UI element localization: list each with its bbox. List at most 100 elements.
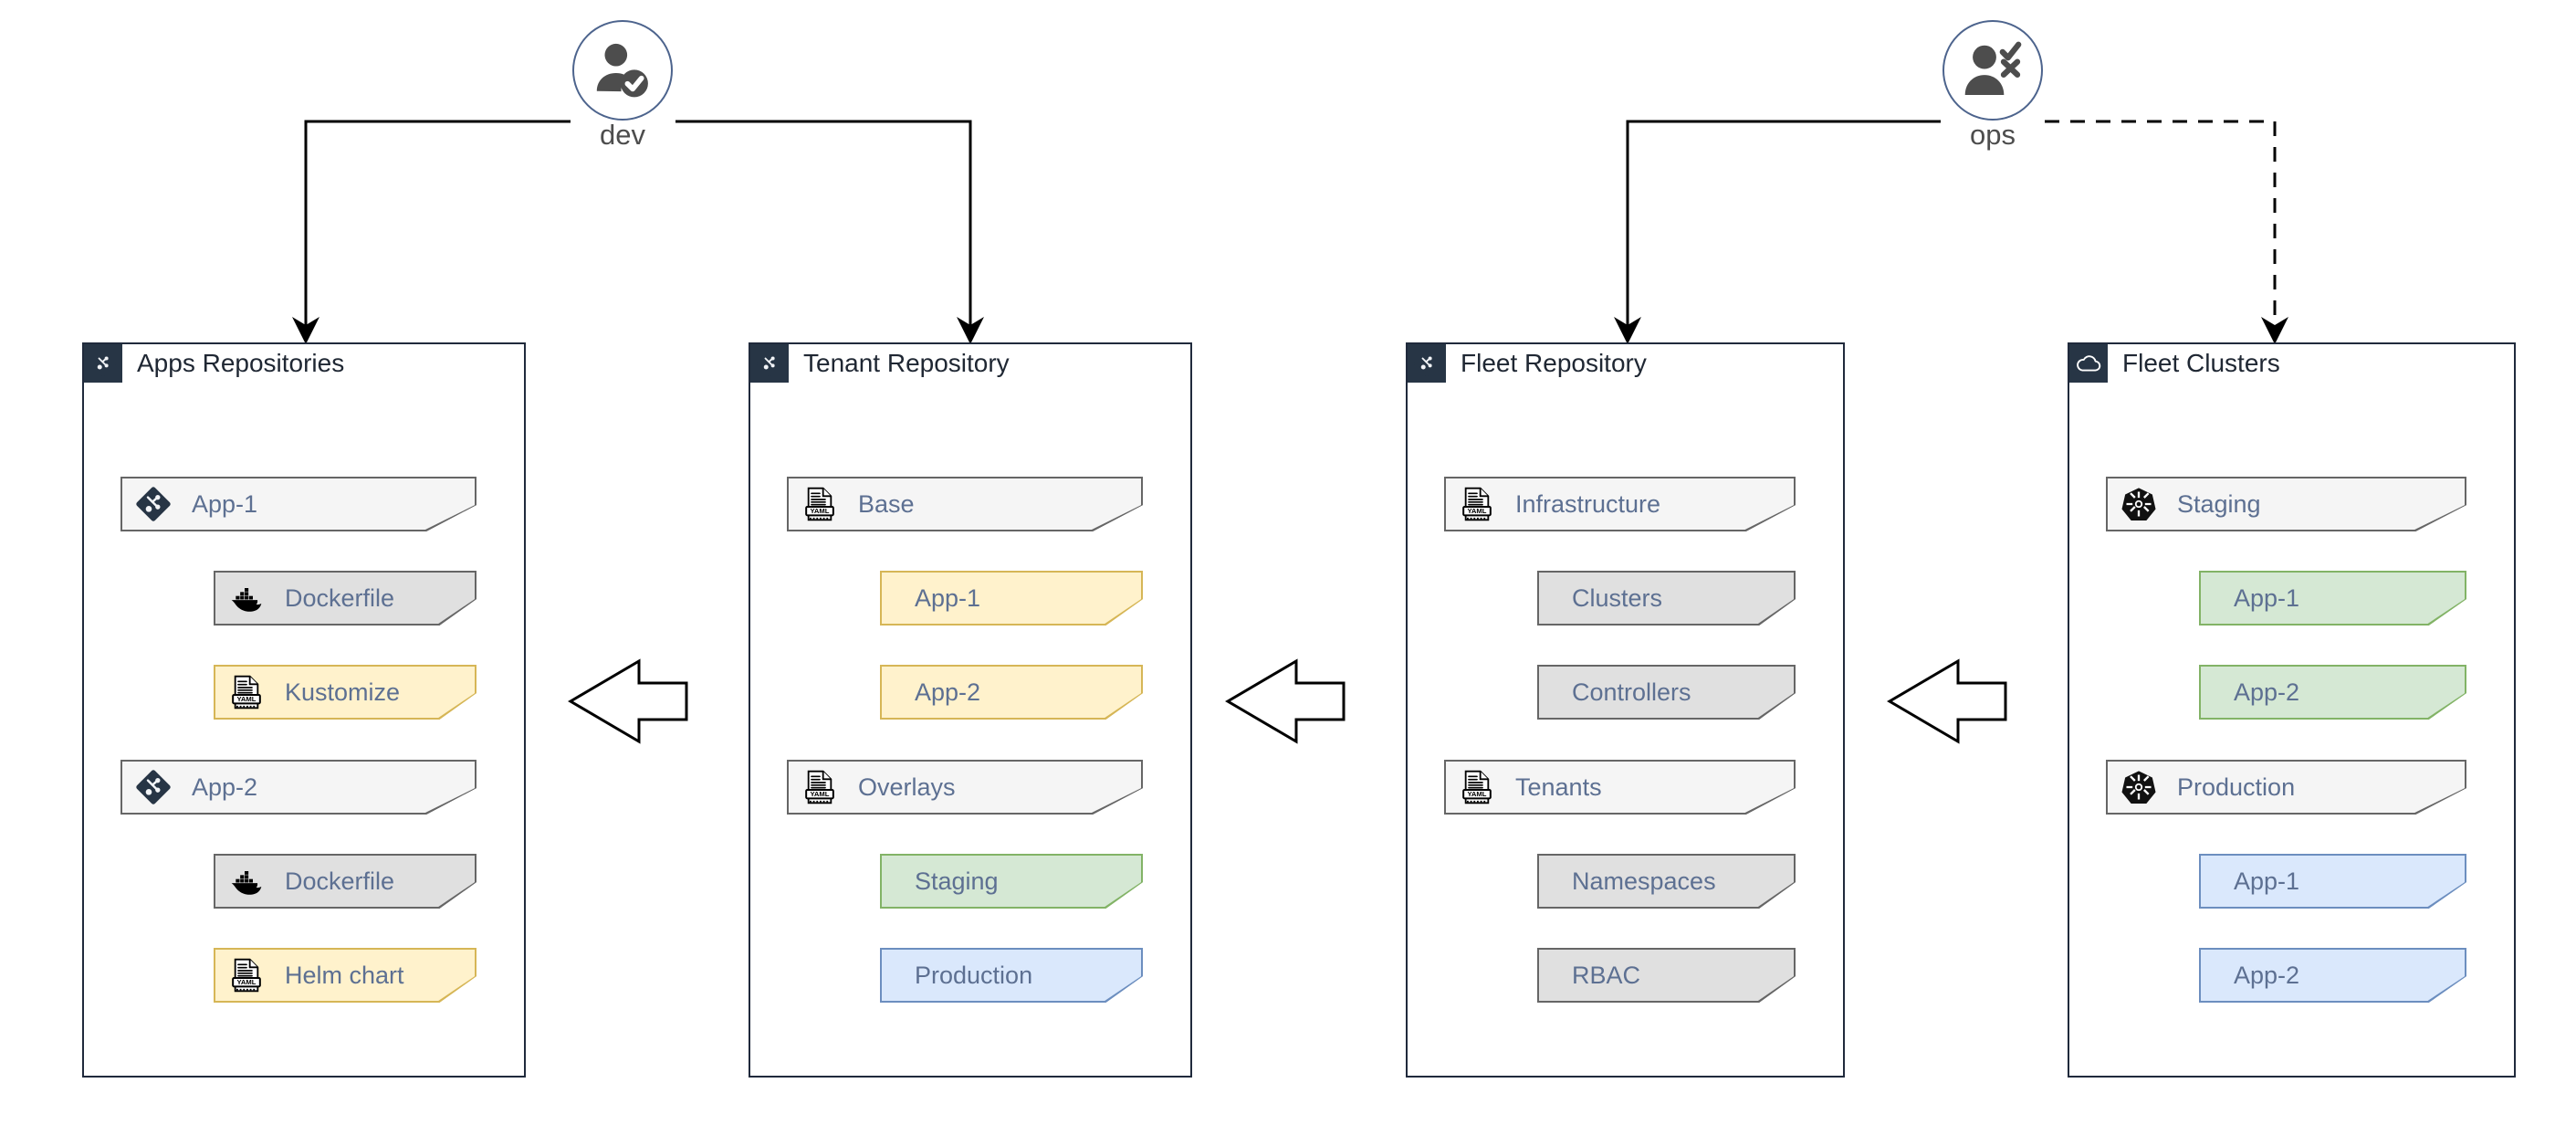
tag-label: App-1 [2234,867,2300,895]
yaml-icon: YAML [1462,770,1492,804]
svg-text:YAML: YAML [811,790,830,798]
tag-item[interactable]: App-2 [120,760,476,815]
connector-ops-to-fleet-clusters [2045,120,2288,344]
yaml-icon: YAML [1457,484,1497,524]
tag-fill [789,478,1141,530]
panel-header-tenant-repository: Tenant Repository [750,344,1010,383]
tag-item[interactable]: RBAC [1537,948,1796,1003]
kubernetes-icon [2121,488,2156,520]
tag-item[interactable]: App-1 [2199,571,2466,626]
tag-item[interactable]: YAML Helm chart [214,948,476,1003]
tag-label: App-2 [2234,678,2300,706]
kubernetes-icon [2121,771,2156,804]
panel-header-apps-repositories: Apps Repositories [84,344,344,383]
tag-item[interactable]: Dockerfile [214,854,476,909]
tag-label: App-1 [2234,584,2300,612]
tag-label: Namespaces [1572,867,1716,895]
docker-icon [226,861,267,901]
git-icon [750,344,789,383]
tag-fill [882,856,1141,907]
tag-item[interactable]: App-1 [880,571,1143,626]
user-check-x-icon [1964,41,2022,95]
panel-header-fleet-repository: Fleet Repository [1408,344,1647,383]
git-icon [1413,350,1440,377]
tag-fill [2108,762,2465,813]
flow-arrow-fleet-to-tenant [1225,658,1346,744]
tag-item[interactable]: Staging [2106,477,2466,531]
panel-apps-repositories[interactable]: Apps Repositories App-1 Dockerfile [82,342,526,1078]
tag-item[interactable]: YAML Infrastructure [1444,477,1796,531]
git-icon [1408,344,1446,383]
tag-item[interactable]: Namespaces [1537,854,1796,909]
tag-fill [1539,856,1794,907]
actor-dev-label: dev [600,119,645,151]
tag-label: App-2 [915,678,981,706]
tag-label: Staging [915,867,999,895]
flow-arrow-tenant-to-apps [568,658,688,744]
tag-label: Controllers [1572,678,1691,706]
yaml-icon: YAML [800,767,840,807]
tag-fill [2201,950,2465,1001]
tag-label: Dockerfile [285,867,395,895]
tag-item[interactable]: YAML Kustomize [214,665,476,720]
git-icon [89,350,117,377]
tag-fill [122,762,475,813]
yaml-icon: YAML [232,675,261,710]
cloud-icon [2077,355,2101,372]
tag-fill [215,856,475,907]
tag-label: App-2 [2234,961,2300,989]
tag-item[interactable]: Production [2106,760,2466,815]
panel-title: Apps Repositories [137,349,345,377]
tag-item[interactable]: Staging [880,854,1143,909]
yaml-icon: YAML [1457,767,1497,807]
tag-item[interactable]: YAML Overlays [787,760,1143,815]
tag-fill [215,950,475,1001]
tag-label: App-2 [192,773,258,801]
flow-arrow-clusters-to-fleet [1887,658,2007,744]
tag-fill [2201,856,2465,907]
docker-icon [231,871,262,895]
tag-item[interactable]: Clusters [1537,571,1796,626]
tag-fill [2108,478,2465,530]
tag-label: Infrastructure [1515,489,1661,518]
tag-label: App-1 [192,489,258,518]
tag-label: RBAC [1572,961,1641,989]
tag-fill [882,950,1141,1001]
yaml-icon: YAML [226,672,267,712]
svg-text:YAML: YAML [237,695,257,703]
tag-item[interactable]: Production [880,948,1143,1003]
tag-fill [1539,667,1794,718]
git-icon [136,487,171,521]
git-icon [133,484,173,524]
git-icon [84,344,122,383]
actor-ops-label: ops [1970,119,2016,151]
connector-ops-to-fleet-repository [1614,120,1941,344]
tag-item[interactable]: Controllers [1537,665,1796,720]
panel-title: Fleet Clusters [2122,349,2280,377]
tag-item[interactable]: YAML Tenants [1444,760,1796,815]
tag-label: Helm chart [285,961,404,989]
tag-label: Kustomize [285,678,401,706]
tag-item[interactable]: App-1 [2199,854,2466,909]
tag-item[interactable]: App-2 [2199,665,2466,720]
tag-item[interactable]: Dockerfile [214,571,476,626]
panel-title: Tenant Repository [803,349,1010,377]
tag-fill [1539,950,1794,1001]
tag-item[interactable]: App-1 [120,477,476,531]
panel-title: Fleet Repository [1461,349,1647,377]
tag-item[interactable]: App-2 [2199,948,2466,1003]
tag-label: Overlays [858,773,956,801]
tag-fill [122,478,475,530]
tag-fill [1446,478,1794,530]
cloud-icon [2069,344,2108,383]
tag-fill [882,667,1141,718]
tag-item[interactable]: App-2 [880,665,1143,720]
tag-fill [789,762,1141,813]
yaml-icon: YAML [226,955,267,995]
connector-dev-to-tenant-repository [675,120,984,344]
tag-item[interactable]: YAML Base [787,477,1143,531]
